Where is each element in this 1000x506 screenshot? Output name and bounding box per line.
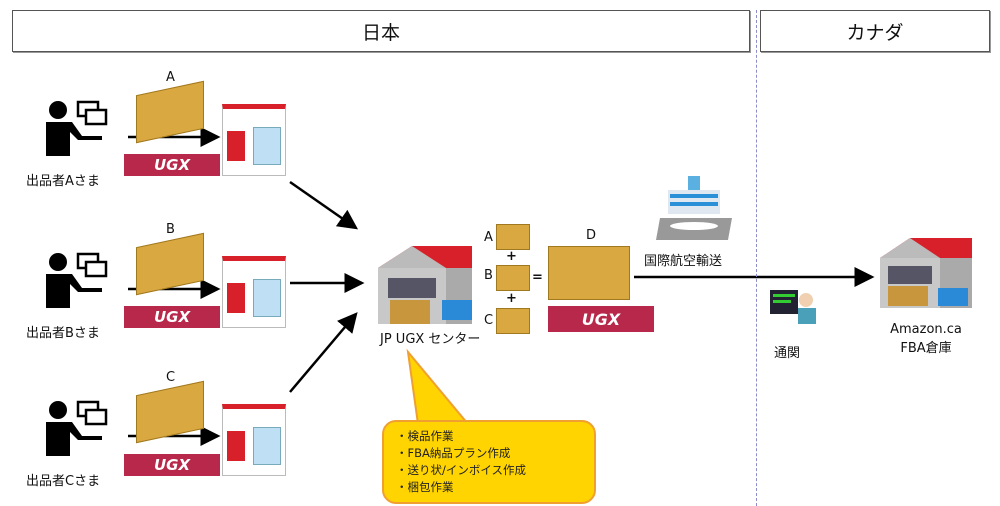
- task-item: ・FBA納品プラン作成: [396, 446, 511, 460]
- parcel-label: B: [166, 222, 175, 237]
- customs-label: 通関: [774, 346, 801, 361]
- arrow-post-c-to-center: [289, 312, 358, 393]
- seller-icon: [44, 400, 108, 456]
- fba-label-line2: FBA倉庫: [900, 341, 952, 356]
- seller-label: 出品者Aさま: [26, 174, 100, 189]
- box-icon: [496, 224, 530, 250]
- equals-sign: =: [532, 270, 543, 285]
- air-transport-label: 国際航空輸送: [644, 254, 723, 269]
- parcel-label: C: [166, 370, 176, 385]
- border-divider: [756, 10, 757, 506]
- fba-warehouse-icon: [876, 234, 974, 312]
- ugx-logo: UGX: [124, 306, 220, 328]
- combined-boxes-icon: [548, 246, 630, 300]
- post-office-icon: [222, 104, 286, 176]
- fba-label-line1: Amazon.ca: [890, 322, 962, 337]
- seller-label: 出品者Cさま: [26, 474, 101, 489]
- parcel-label-b: B: [484, 268, 493, 283]
- box-icon: [496, 265, 530, 291]
- seller-label: 出品者Bさま: [26, 326, 100, 341]
- ugx-logo: UGX: [548, 306, 654, 332]
- seller-icon: [44, 100, 108, 156]
- parcel-label-d: D: [586, 228, 597, 243]
- plus-sign: +: [506, 291, 517, 306]
- parcel-label-a: A: [484, 230, 493, 245]
- fba-label: Amazon.ca FBA倉庫: [878, 322, 974, 356]
- parcel-label: A: [166, 70, 175, 85]
- box-icon: [496, 308, 530, 334]
- task-item: ・梱包作業: [396, 480, 454, 494]
- region-canada: カナダ: [760, 10, 990, 52]
- callout-tasks: ・検品作業 ・FBA納品プラン作成 ・送り状/インボイス作成 ・梱包作業: [382, 420, 596, 504]
- customs-officer-icon: [770, 288, 816, 324]
- center-label: JP UGX センター: [380, 332, 481, 347]
- task-item: ・検品作業: [396, 429, 454, 443]
- task-item: ・送り状/インボイス作成: [396, 463, 527, 477]
- region-japan: 日本: [12, 10, 750, 52]
- post-office-icon: [222, 256, 286, 328]
- callout-tail: [406, 348, 471, 425]
- plus-sign: +: [506, 249, 517, 264]
- parcel-label-c: C: [484, 313, 494, 328]
- seller-icon: [44, 252, 108, 308]
- jp-ugx-center-icon: [372, 240, 476, 328]
- arrow-post-a-to-center: [289, 180, 359, 230]
- airport-icon: [656, 176, 736, 240]
- ugx-logo: UGX: [124, 154, 220, 176]
- ugx-logo: UGX: [124, 454, 220, 476]
- post-office-icon: [222, 404, 286, 476]
